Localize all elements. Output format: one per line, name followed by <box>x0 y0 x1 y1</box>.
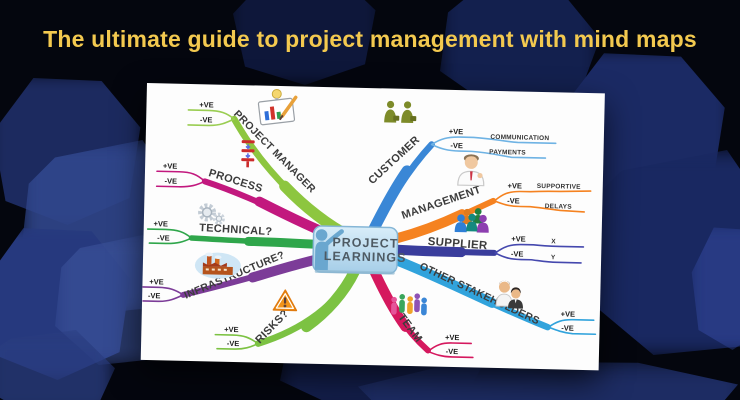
twig-path <box>547 318 595 328</box>
neg-label: -VE <box>511 249 524 258</box>
branch-path <box>368 165 413 235</box>
pos-label: +VE <box>154 219 169 228</box>
twig-path <box>142 294 185 303</box>
people-group-icon <box>454 208 489 233</box>
branch-label-customer: CUSTOMER <box>366 134 422 187</box>
neg-label: -VE <box>200 115 213 124</box>
twig-path <box>430 143 547 159</box>
sub-label-x: X <box>551 238 556 245</box>
twig-curves <box>141 109 597 359</box>
twig-path <box>494 252 582 264</box>
gears-icon <box>198 203 225 225</box>
twig-path <box>493 200 585 213</box>
pos-label: +VE <box>511 234 526 243</box>
pos-label: +VE <box>224 325 239 334</box>
branch-path <box>369 267 411 332</box>
neg-label: -VE <box>507 196 520 205</box>
pos-label: +VE <box>445 333 460 342</box>
factory-icon <box>194 252 241 279</box>
branch-label-technical: TECHNICAL? <box>199 222 273 238</box>
twig-path <box>427 342 472 353</box>
center-node: PROJECT LEARNINGS <box>312 225 407 275</box>
process-flow-icon <box>241 140 255 168</box>
man-woman-icon <box>495 280 523 309</box>
branch-path <box>390 209 468 244</box>
center-label-line2: LEARNINGS <box>324 249 407 265</box>
neg-label: -VE <box>561 323 574 332</box>
sub-label-payments: PAYMENTS <box>489 149 526 157</box>
twig-path <box>187 109 236 120</box>
neg-label: -VE <box>164 176 177 185</box>
center-label-line1: PROJECT <box>332 235 398 250</box>
twig-path <box>214 333 259 345</box>
twig-path <box>427 350 474 359</box>
twig-path <box>146 228 193 239</box>
warning-triangle-icon <box>272 289 298 312</box>
twig-path <box>494 243 585 254</box>
pos-label: +VE <box>149 277 164 286</box>
pos-label: +VE <box>507 181 522 190</box>
pos-label: +VE <box>561 309 576 318</box>
twig-path <box>155 180 206 188</box>
neg-label: -VE <box>157 233 170 242</box>
chart-pencil-icon <box>257 88 298 126</box>
twig-path <box>141 286 185 296</box>
branch-path <box>390 244 467 258</box>
branch-path <box>301 265 361 333</box>
twig-path <box>493 190 592 202</box>
sub-label-y: Y <box>551 254 556 261</box>
mindmap-card: PROJECT MANAGER CUSTOMER PROCESS MANAGEM… <box>140 83 605 371</box>
sub-label-supportive: SUPPORTIVE <box>537 183 582 191</box>
branch-label-supplier: SUPPLIER <box>427 236 488 252</box>
mindmap-svg: PROJECT MANAGER CUSTOMER PROCESS MANAGEM… <box>141 88 597 359</box>
pos-label: +VE <box>449 127 464 136</box>
twig-path <box>148 237 193 245</box>
pos-label: +VE <box>199 100 214 109</box>
neg-label: -VE <box>446 347 459 356</box>
page-title: The ultimate guide to project management… <box>43 26 697 52</box>
branch-label-team: TEAM <box>395 312 424 345</box>
sub-label-delays: DELAYS <box>545 203 573 211</box>
team-people-icon <box>391 293 427 316</box>
neg-label: -VE <box>450 141 463 150</box>
neg-label: -VE <box>148 291 161 300</box>
twig-path <box>187 118 236 127</box>
sub-label-communication: COMMUNICATION <box>490 134 549 142</box>
pos-label: +VE <box>163 161 178 170</box>
person-silhouette-icon <box>314 229 344 271</box>
twig-path <box>430 136 557 146</box>
branch-label-other-stakeholders: OTHER STAKEHOLDERS <box>418 260 542 327</box>
twig-path <box>216 342 259 350</box>
manager-person-icon <box>457 154 485 187</box>
two-businesspeople-icon <box>384 100 417 124</box>
neg-label: -VE <box>227 339 240 348</box>
twig-path <box>156 170 206 183</box>
twig-path <box>547 326 597 336</box>
branch-path <box>390 254 498 308</box>
